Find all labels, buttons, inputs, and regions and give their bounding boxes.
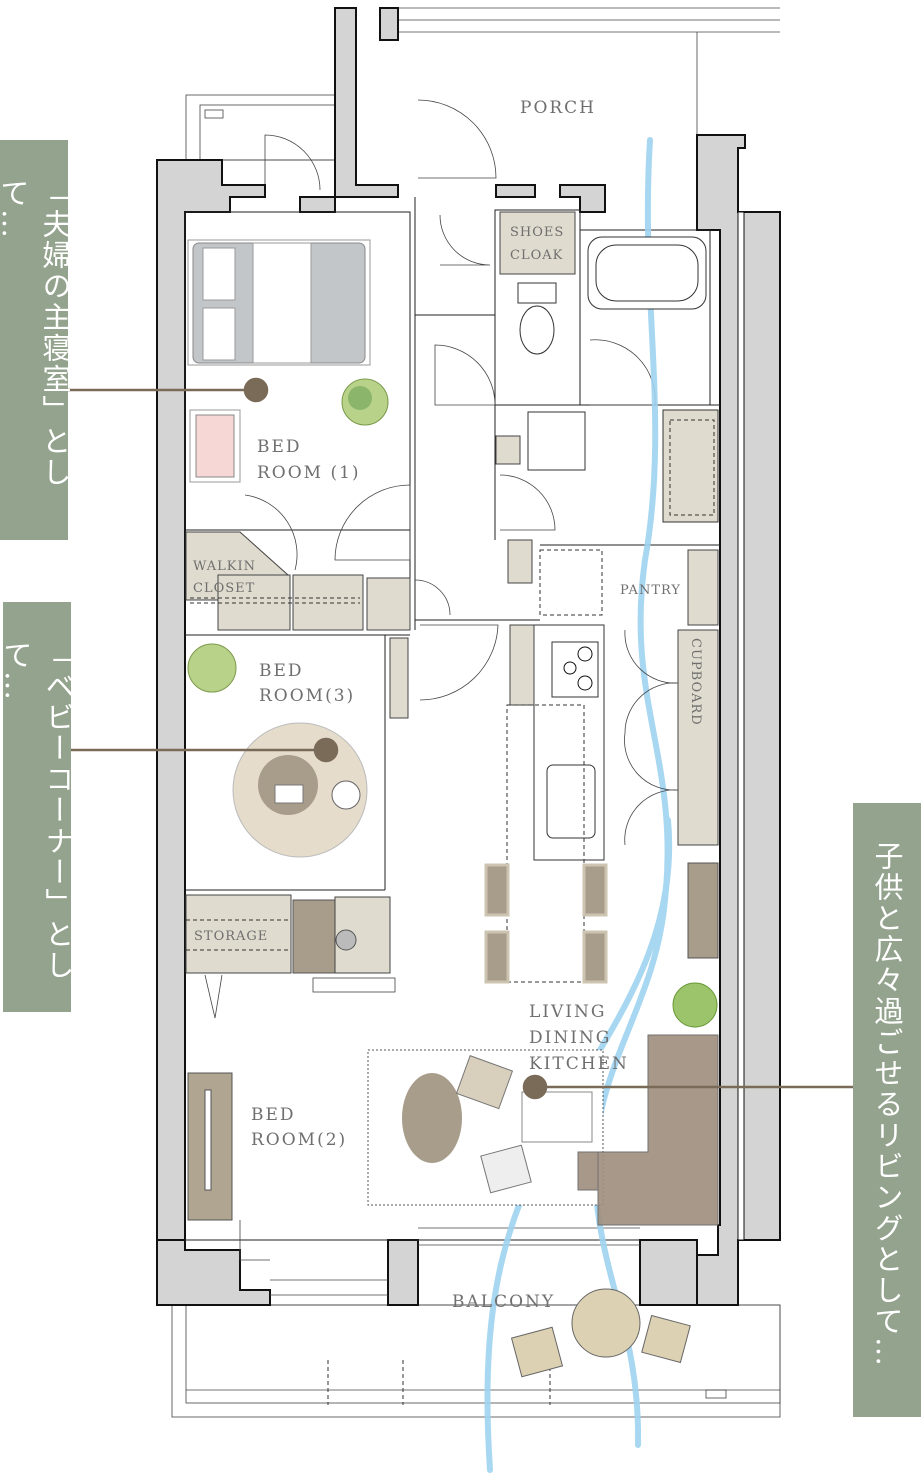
cupboard	[677, 629, 719, 846]
balcony-furniture	[510, 1288, 691, 1378]
label-balcony: BALCONY	[452, 1292, 555, 1312]
chair	[484, 930, 510, 984]
label-pantry: PANTRY	[620, 583, 681, 598]
play-mat	[521, 1091, 593, 1143]
balcony-table	[571, 1288, 641, 1358]
kitchen	[484, 549, 719, 984]
walkin-closet	[185, 531, 411, 631]
room-labels: PORCH SHOES CLOAK BED ROOM (1) WALKIN CL…	[193, 98, 703, 1312]
label-dining: DINING	[529, 1028, 611, 1048]
toilet	[517, 282, 557, 304]
callout-living: 子供と広々過ごせるリビングとして…	[853, 803, 921, 1417]
washing-machine	[662, 409, 719, 523]
callout-master-bedroom: 「夫婦の主寝室」として…	[0, 140, 72, 540]
bedroom2-furniture	[187, 1072, 270, 1261]
porch-area	[185, 7, 780, 197]
label-bedroom1-line1: BED	[257, 437, 302, 457]
label-bedroom2-line1: BED	[251, 1105, 296, 1125]
bedroom1-furniture	[187, 239, 389, 483]
label-kitchen: KITCHEN	[529, 1054, 629, 1074]
chair	[484, 863, 510, 917]
walls	[156, 7, 781, 1306]
label-walkin: WALKIN	[193, 559, 256, 574]
cushion	[455, 1055, 514, 1110]
plant	[672, 982, 718, 1028]
sink	[546, 764, 596, 839]
washbasin	[527, 411, 586, 471]
label-bedroom2-line2: ROOM(2)	[251, 1130, 347, 1150]
tv-board	[687, 862, 719, 959]
balcony-chair	[510, 1326, 564, 1378]
label-bedroom3-line1: BED	[259, 661, 304, 681]
storage-area	[185, 894, 396, 1019]
callout-connectors	[68, 377, 853, 1100]
label-living: LIVING	[529, 1002, 606, 1022]
partitions	[184, 197, 720, 1296]
chair	[582, 930, 608, 984]
ottoman	[402, 1073, 462, 1163]
balcony-area	[171, 1304, 781, 1418]
label-cloak: CLOAK	[510, 248, 563, 263]
bedroom3-furniture	[187, 637, 409, 858]
callout-baby-corner: 「ベビーコーナー」として…	[0, 602, 75, 1012]
chair	[582, 863, 608, 917]
ball	[331, 780, 361, 810]
label-storage: STORAGE	[194, 929, 268, 944]
desk-chair	[335, 929, 357, 951]
stove	[551, 641, 599, 698]
label-bedroom3-line2: ROOM(3)	[259, 686, 355, 706]
sofa	[577, 1034, 719, 1226]
balcony-chair	[641, 1314, 691, 1364]
plant	[187, 643, 237, 693]
cushion	[480, 1144, 532, 1194]
desk	[292, 899, 336, 974]
label-porch: PORCH	[520, 98, 596, 118]
label-closet: CLOSET	[193, 581, 255, 596]
living-furniture	[367, 982, 719, 1226]
label-cupboard: CUPBOARD	[688, 638, 703, 726]
dining-table	[506, 704, 585, 983]
wet-areas	[495, 211, 719, 584]
label-shoes: SHOES	[510, 225, 564, 240]
label-bedroom1-line2: ROOM (1)	[257, 463, 361, 483]
marker-dot	[522, 1074, 548, 1100]
marker-dot	[313, 737, 339, 763]
marker-dot	[243, 377, 269, 403]
